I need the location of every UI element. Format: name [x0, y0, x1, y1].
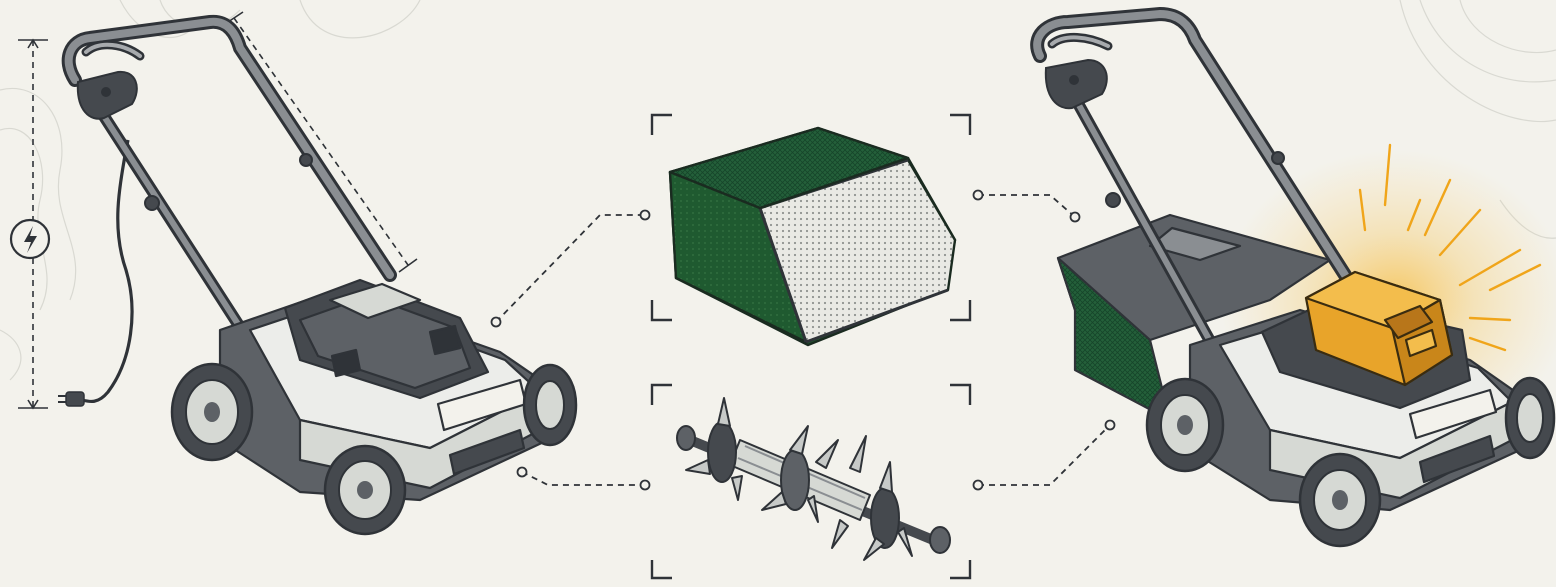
wheel-rear-left — [1147, 379, 1223, 471]
switch-box — [1046, 60, 1107, 108]
handle-knob — [1272, 152, 1284, 164]
wheel-rear-left — [172, 364, 252, 460]
handle-knob — [300, 154, 312, 166]
scarifier-roller-panel — [652, 385, 970, 578]
wheel-front-left — [1300, 454, 1380, 546]
switch-box — [78, 72, 137, 119]
corded-mower — [11, 12, 576, 534]
wheel-rear-right — [1506, 378, 1554, 458]
grass-bag — [670, 128, 955, 345]
spiked-roller — [677, 398, 950, 560]
grass-collection-bag-panel — [652, 115, 970, 345]
handle-knob — [1106, 193, 1120, 207]
handle-knob — [145, 196, 159, 210]
handle-dimension-line — [225, 12, 417, 272]
wheel-rear-right — [524, 365, 576, 445]
plug-icon — [58, 392, 84, 406]
power-cord — [82, 140, 132, 402]
cordless-mower — [1037, 14, 1556, 546]
wheel-front-left — [325, 446, 405, 534]
lightning-bolt-icon — [11, 220, 49, 258]
